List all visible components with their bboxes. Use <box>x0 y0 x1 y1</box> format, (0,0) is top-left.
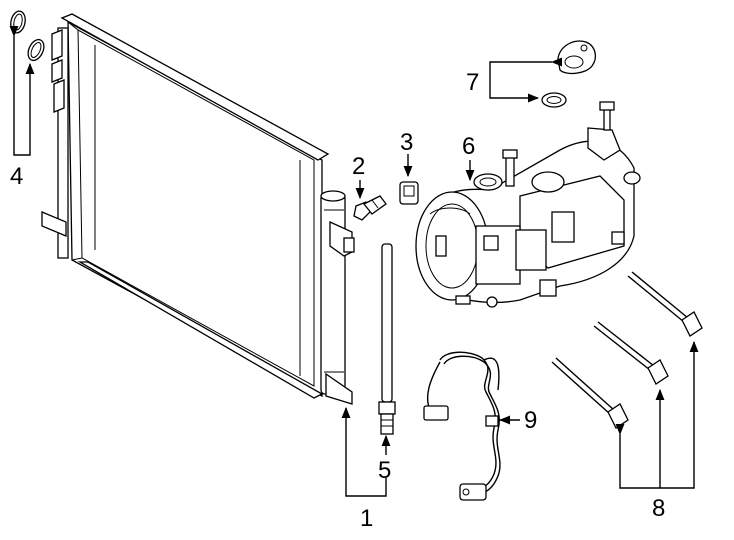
callout-9: 9 <box>524 407 537 434</box>
callout-8: 8 <box>652 495 665 522</box>
o-ring-large[interactable] <box>9 10 27 34</box>
callout-7-leader <box>489 57 563 103</box>
callout-5: 5 <box>378 457 391 484</box>
mounting-bolt-c[interactable] <box>627 271 703 337</box>
condenser[interactable] <box>41 13 355 405</box>
ac-compressor[interactable] <box>415 101 641 308</box>
callout-6: 6 <box>462 133 475 160</box>
o-ring-small[interactable] <box>25 37 47 63</box>
callout-1: 1 <box>360 505 373 532</box>
clip-3[interactable] <box>399 181 419 205</box>
callout-8-leader <box>615 340 699 489</box>
o-ring-7[interactable] <box>541 92 567 108</box>
callout-7: 7 <box>466 69 479 96</box>
mounting-bolt-b[interactable] <box>593 321 669 385</box>
callout-4-leader <box>9 25 35 156</box>
callout-1-leader <box>341 406 387 497</box>
bolt-2[interactable] <box>353 195 387 221</box>
callout-3: 3 <box>400 129 413 156</box>
callout-2: 2 <box>352 153 365 180</box>
gasket-plate[interactable] <box>557 40 597 75</box>
mounting-bolt-a[interactable] <box>551 357 629 429</box>
wire-harness[interactable] <box>423 351 501 501</box>
desiccant-tube[interactable] <box>378 243 396 435</box>
callout-4: 4 <box>10 163 23 190</box>
